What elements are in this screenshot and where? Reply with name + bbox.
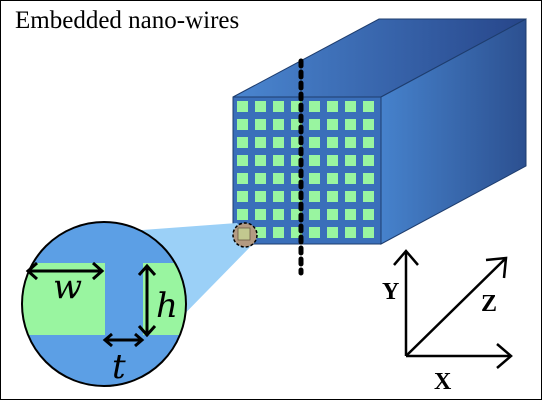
nanowire-square: [273, 101, 284, 112]
nanowire-square: [363, 101, 374, 112]
nanowire-square: [255, 173, 266, 184]
nanowire-square: [327, 227, 338, 238]
nanowire-square: [309, 137, 320, 148]
nanowire-square: [291, 191, 302, 202]
nanowire-square: [363, 209, 374, 220]
nanowire-square: [255, 119, 266, 130]
height-label: h: [156, 286, 178, 326]
nanowire-square: [345, 173, 356, 184]
nanowire-square: [291, 173, 302, 184]
spacing-dimension-arrow: [102, 332, 145, 348]
nanowire-square: [273, 191, 284, 202]
nanowire-square: [291, 227, 302, 238]
nanowire-square: [291, 209, 302, 220]
width-label: w: [53, 267, 82, 307]
nanowire-square: [255, 209, 266, 220]
nanowire-cross-section-right: [143, 263, 186, 335]
nanowire-square: [237, 173, 248, 184]
nanowire-square: [273, 137, 284, 148]
nanowire-square: [273, 155, 284, 166]
zoom-source-marker: [232, 222, 258, 248]
nanowire-square: [363, 119, 374, 130]
nanowire-square: [309, 191, 320, 202]
nanowire-square: [345, 155, 356, 166]
nanowire-square: [309, 173, 320, 184]
nanowire-square: [309, 227, 320, 238]
substrate-block: [232, 18, 527, 245]
nanowire-square: [273, 173, 284, 184]
nanowire-square: [237, 101, 248, 112]
nanowire-square: [345, 209, 356, 220]
nanowire-square: [291, 137, 302, 148]
nanowire-square: [237, 119, 248, 130]
z-axis: [405, 257, 507, 357]
coordinate-axes: [393, 249, 513, 369]
nanowire-square: [363, 173, 374, 184]
nanowire-square: [237, 155, 248, 166]
nanowire-square: [237, 209, 248, 220]
nanowire-square: [327, 101, 338, 112]
nanowire-square: [255, 155, 266, 166]
z-axis-label: Z: [481, 291, 497, 317]
nanowire-square: [327, 191, 338, 202]
nanowire-square: [327, 173, 338, 184]
nanowire-square: [291, 119, 302, 130]
nanowire-square: [363, 155, 374, 166]
nanowire-square: [309, 101, 320, 112]
y-axis-label: Y: [382, 279, 399, 305]
nanowire-square: [255, 101, 266, 112]
nanowire-square: [345, 137, 356, 148]
width-dimension-arrow: [25, 261, 105, 281]
nanowire-square: [291, 101, 302, 112]
zoom-circle: [21, 221, 187, 387]
nanowire-square: [309, 119, 320, 130]
nanowire-square: [237, 191, 248, 202]
nanowire-grid: [237, 101, 374, 238]
nanowire-square: [327, 119, 338, 130]
nanowire-square: [345, 101, 356, 112]
nanowire-square: [255, 227, 266, 238]
nanowire-square: [327, 137, 338, 148]
nanowire-square: [255, 191, 266, 202]
figure-title: Embedded nano-wires: [15, 7, 240, 34]
nanowire-square: [273, 119, 284, 130]
x-axis-label: X: [434, 369, 452, 395]
nanowire-square: [363, 137, 374, 148]
nanowire-square: [273, 209, 284, 220]
nanowire-square: [345, 227, 356, 238]
nanowire-square: [363, 227, 374, 238]
nanowire-square: [327, 155, 338, 166]
nanowire-square: [255, 137, 266, 148]
nanowire-square: [327, 209, 338, 220]
nanowire-square: [273, 227, 284, 238]
nanowire-square: [237, 137, 248, 148]
nanowire-square: [345, 119, 356, 130]
nanowire-square: [291, 155, 302, 166]
nanowire-square: [309, 209, 320, 220]
nanowire-square: [363, 191, 374, 202]
height-dimension-arrow: [137, 263, 157, 338]
nanowire-cross-section-left: [22, 263, 105, 335]
spacing-label: t: [112, 347, 126, 387]
nanowire-square: [309, 155, 320, 166]
nanowire-square: [345, 191, 356, 202]
